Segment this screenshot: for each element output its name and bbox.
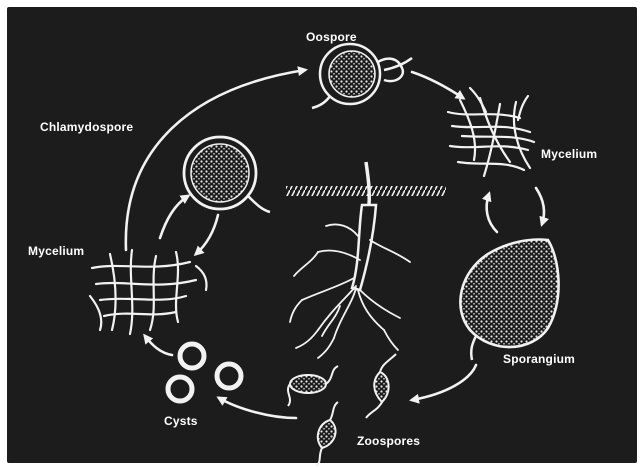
sporangium-illustration [460,240,558,360]
label-cysts: Cysts [164,414,198,428]
arrow-chlamydospore-to-mycelium [196,215,218,254]
arrow-cysts-to-mycelium [145,336,172,355]
mycelium-right-illustration [448,88,534,176]
arrow-oospore-to-mycelium [412,72,463,98]
chlamydospore-illustration [184,137,270,212]
label-mycelium-left: Mycelium [28,244,84,258]
arrow-mycelium-to-sporangium [536,188,544,224]
label-oospore: Oospore [306,30,357,44]
label-sporangium: Sporangium [503,352,575,366]
label-zoospores: Zoospores [357,434,420,448]
zoospores-illustration [288,354,396,466]
arrow-mycelium-to-chlamydospore [160,196,188,238]
arrow-sporangium-to-mycelium [487,194,497,232]
mycelium-left-illustration [90,250,207,334]
plant-root-illustration [286,162,446,358]
label-mycelium-right: Mycelium [541,147,597,161]
arrow-zoospores-to-cysts [219,398,296,418]
arrow-sporangium-to-zoospores [412,365,476,400]
cysts-illustration [168,344,241,401]
label-chlamydospore: Chlamydospore [40,120,133,134]
oospore-illustration [312,44,412,108]
